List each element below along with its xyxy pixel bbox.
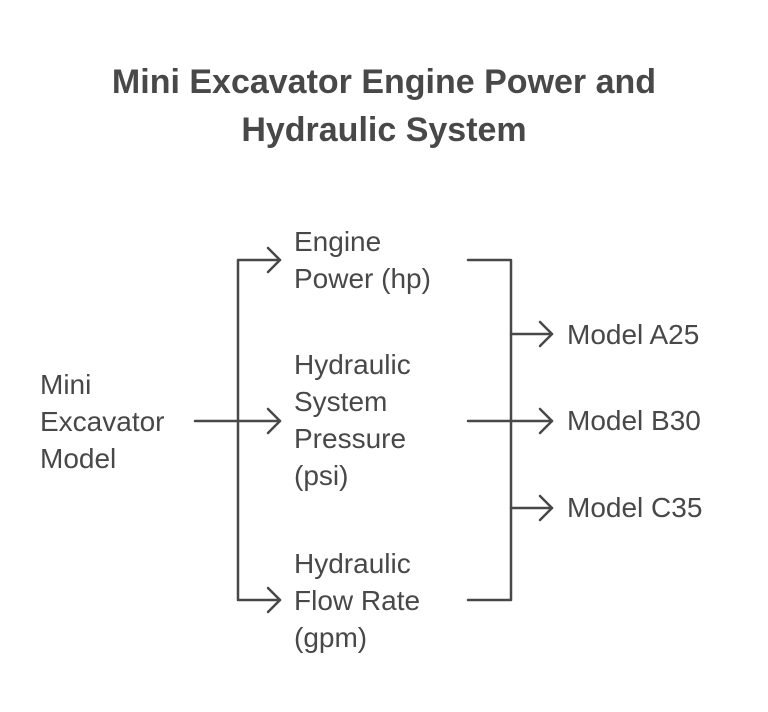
node-model-c35: Model C35 [567,492,703,523]
flow-line-1: Hydraulic [294,548,411,579]
source-line-3: Model [40,443,117,474]
pressure-line-2: System [294,386,388,417]
node-model-b30: Model B30 [567,405,701,436]
connector-left-bracket [236,258,282,602]
node-hydraulic-flow-rate: Hydraulic Flow Rate (gpm) [294,545,420,656]
engine-line-2: Power (hp) [294,263,431,294]
arrowhead-a25 [538,320,554,348]
connector-right-bracket [466,258,513,602]
flow-line-3: (gpm) [294,622,368,653]
source-line-2: Excavator [40,406,165,437]
node-engine-power: Engine Power (hp) [294,223,431,297]
arrowhead-flow [266,586,282,614]
pressure-line-4: (psi) [294,460,349,491]
arrowhead-c35 [538,494,554,522]
arrowhead-pressure [266,407,282,435]
engine-line-1: Engine [294,226,382,257]
arrowhead-b30 [538,407,554,435]
node-model-a25: Model A25 [567,319,700,350]
pressure-line-3: Pressure [294,423,407,454]
source-line-1: Mini [40,369,92,400]
title-line-1: Mini Excavator Engine Power and [111,63,657,101]
flow-line-2: Flow Rate [294,585,421,616]
node-hydraulic-pressure: Hydraulic System Pressure (psi) [294,346,411,494]
title-line-2: Hydraulic System [241,111,527,149]
diagram-title: Mini Excavator Engine Power and Hydrauli… [0,58,768,154]
node-mini-excavator-model: Mini Excavator Model [40,366,165,477]
arrowhead-engine [266,246,282,274]
pressure-line-1: Hydraulic [294,349,411,380]
